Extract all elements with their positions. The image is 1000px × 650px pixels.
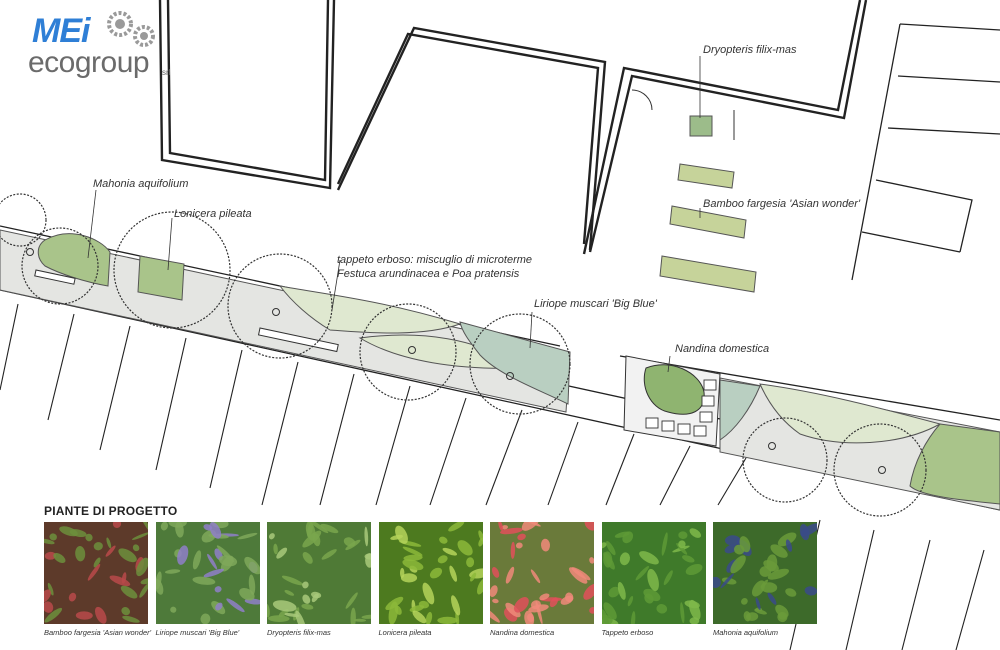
parking-stalls [851,23,1000,281]
label-tappeto-line2: Festuca arundinacea e Poa pratensis [337,268,520,280]
plant-photo [155,522,260,624]
plant-caption: Tappeto erboso [601,628,654,637]
grass-photo-icon [601,522,706,624]
plant-caption: Dryopteris filix-mas [267,628,331,637]
plant-caption: Lonicera pileata [378,628,432,637]
planting-strip-left [0,229,571,413]
nandina-photo-icon [490,522,594,624]
logo-suffix: srl [162,68,171,77]
plant-photo [601,522,706,624]
plant-photo [44,522,148,624]
plant-caption: Bamboo fargesia 'Asian wonder' [44,628,152,637]
label-nandina: Nandina domestica [675,343,770,355]
section-title: PIANTE DI PROGETTO [44,504,178,518]
plant-caption: Liriope muscari 'Big Blue' [155,628,240,637]
tree-canopies [0,193,927,517]
mahonia-photo-icon [713,522,817,624]
fern-photo-icon [267,522,371,624]
bamboo-photo-icon [44,522,148,624]
courtyard-beds [631,89,757,293]
company-logo: MEi ecogroup srl [28,8,178,80]
gears-icon [107,11,155,47]
logo-brand-top: MEi [32,12,90,50]
logo-brand-bottom: ecogroup [28,46,150,79]
leader-lines [87,56,701,373]
liriope-photo-icon [155,522,260,624]
label-mahonia: Mahonia aquifolium [93,178,189,190]
plant-caption: Nandina domestica [490,628,555,637]
plant-photo [490,522,594,624]
label-bamboo: Bamboo fargesia 'Asian wonder' [703,198,861,210]
plant-photo [713,522,817,624]
plant-photo [267,522,371,624]
plant-photo [378,522,483,624]
lonicera-photo-icon [378,522,483,624]
planting-strip-right [623,355,1000,511]
plant-caption: Mahonia aquifolium [713,628,779,637]
label-lonicera: Lonicera pileata [174,208,252,220]
label-dryopteris: Dryopteris filix-mas [703,44,797,56]
label-liriope: Liriope muscari 'Big Blue' [534,298,657,310]
label-tappeto-line1: tappeto erboso: miscuglio di microterme [337,254,533,266]
building-outline [158,0,868,255]
